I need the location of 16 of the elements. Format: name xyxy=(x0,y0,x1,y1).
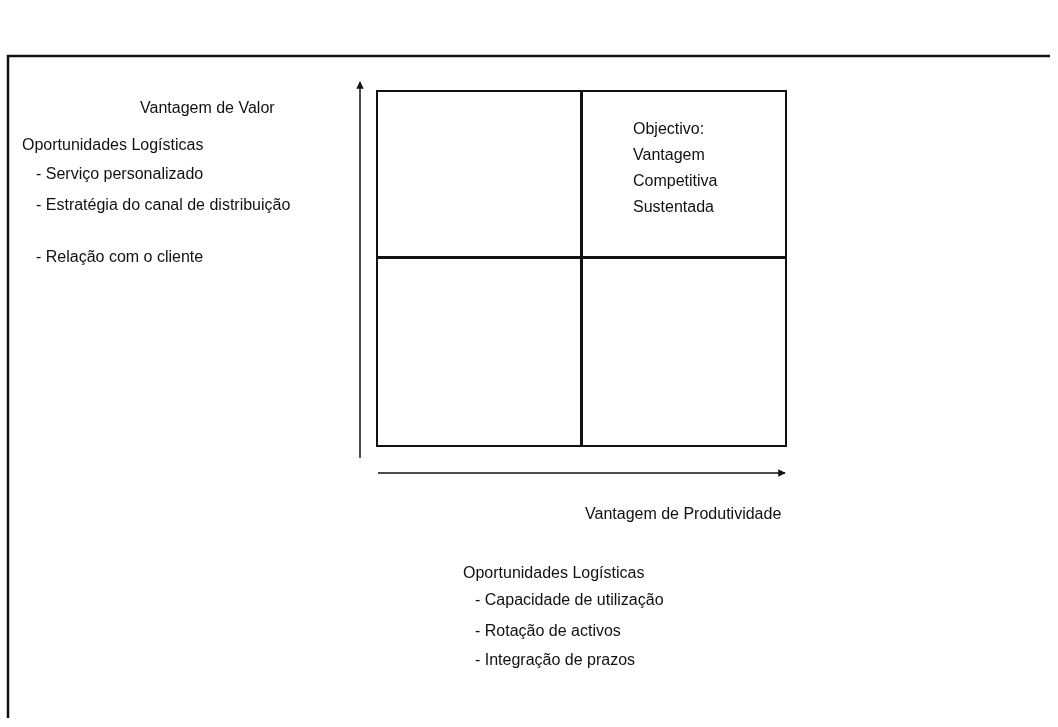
list-item: - Serviço personalizado xyxy=(36,164,204,183)
quadrant-text: Vantagem Competitiva Sustentada xyxy=(633,145,719,217)
list-item: - Capacidade de utilização xyxy=(475,590,664,609)
matrix-quadrant xyxy=(376,90,582,258)
quadrant-heading: Objectivo: xyxy=(633,119,706,139)
matrix-quadrant xyxy=(581,90,787,258)
axis-label: Vantagem de Produtividade xyxy=(585,504,782,523)
list-heading: Oportunidades Logísticas xyxy=(22,135,204,154)
list-item: - Relação com o cliente xyxy=(36,247,204,266)
axis-label: Vantagem de Valor xyxy=(140,98,275,117)
list-heading: Oportunidades Logísticas xyxy=(463,563,645,582)
list-item: - Integração de prazos xyxy=(475,650,636,669)
matrix-quadrant xyxy=(376,257,582,447)
list-item: - Rotação de activos xyxy=(475,621,621,640)
list-item: - Estratégia do canal de distribuição xyxy=(36,195,292,215)
matrix-quadrant xyxy=(581,257,787,447)
